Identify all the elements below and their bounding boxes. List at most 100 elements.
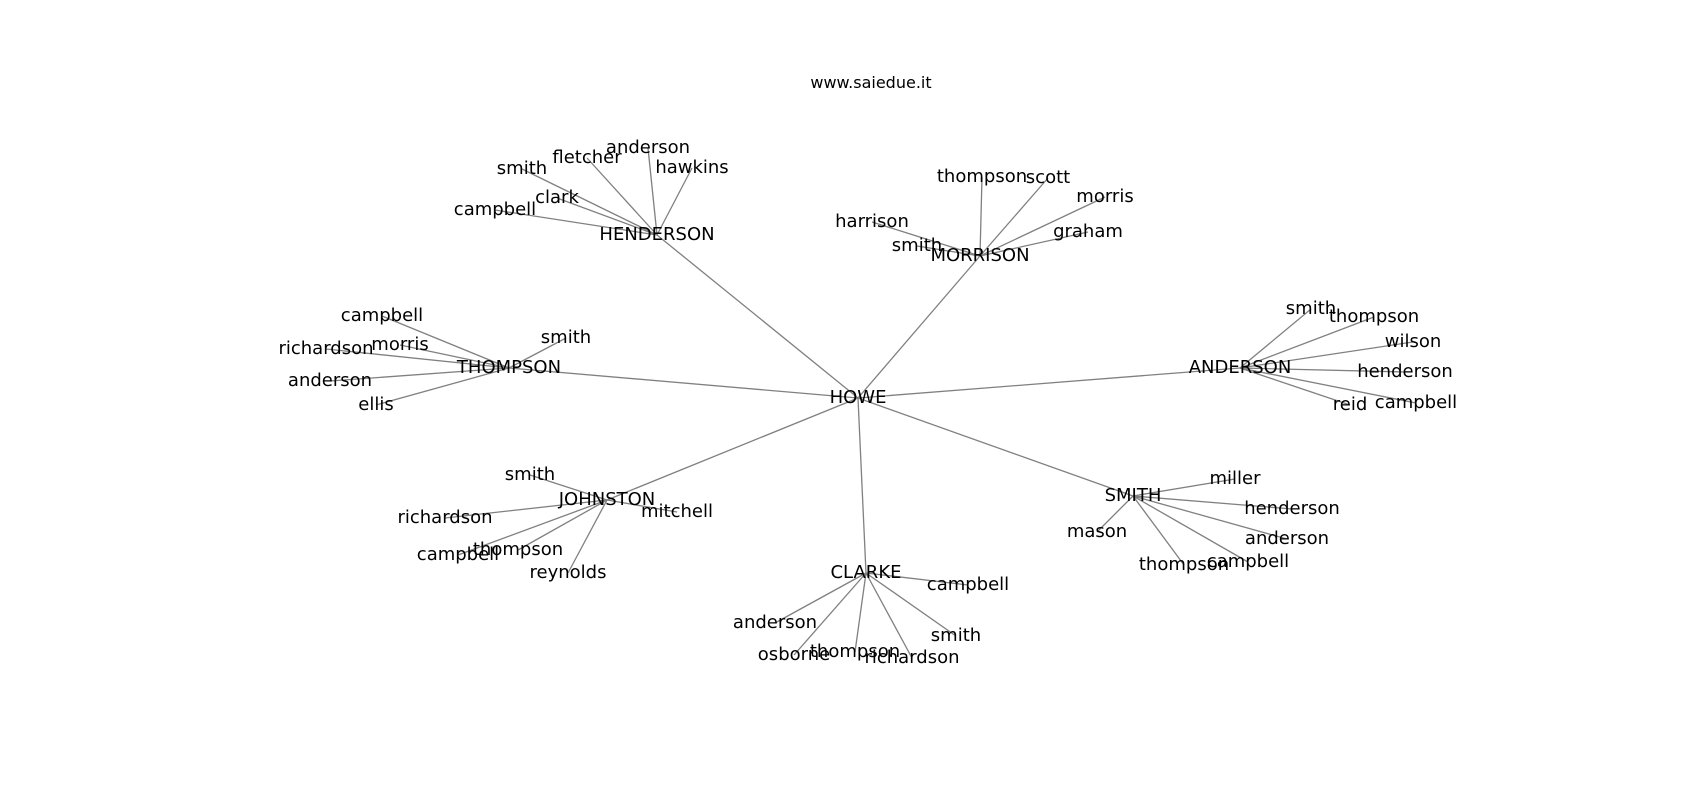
edge-morrison-to-morris — [979, 196, 1106, 257]
leaf-node-morrison-graham: graham — [1053, 221, 1123, 242]
leaf-node-thompson-richardson: richardson — [278, 338, 373, 359]
edge-thompson-to-morris — [399, 344, 510, 369]
leaf-node-morrison-thompson: thompson — [937, 166, 1027, 187]
leaf-node-anderson-campbell: campbell — [1375, 392, 1457, 413]
edge-anderson-to-thompson — [1239, 316, 1375, 369]
leaf-node-henderson-fletcher: fletcher — [552, 147, 622, 168]
root-node-label: HOWE — [830, 387, 887, 408]
hub-node-johnston: JOHNSTON — [558, 489, 656, 510]
edge-smith-to-henderson — [1132, 495, 1293, 510]
edge-anderson-to-reid — [1239, 367, 1351, 406]
leaf-node-thompson-anderson: anderson — [288, 370, 372, 391]
leaf-node-morrison-harrison: harrison — [835, 211, 909, 232]
leaf-node-morrison-scott: scott — [1026, 167, 1070, 188]
edge-root-to-anderson — [857, 367, 1241, 399]
edge-clarke-to-richardson — [865, 572, 913, 659]
edge-smith-to-anderson — [1132, 495, 1288, 540]
edge-henderson-to-smith — [521, 168, 658, 236]
leaf-node-anderson-wilson: wilson — [1385, 331, 1442, 352]
leaf-node-johnston-thompson: thompson — [473, 539, 563, 560]
hub-node-henderson: HENDERSON — [599, 224, 714, 245]
leaf-node-anderson-reid: reid — [1333, 394, 1368, 415]
leaf-node-johnston-smith: smith — [505, 464, 555, 485]
edge-clarke-to-osborne — [793, 572, 867, 656]
leaf-node-clarke-smith: smith — [931, 625, 981, 646]
leaf-node-smith-miller: miller — [1209, 468, 1261, 489]
leaf-node-henderson-clark: clark — [535, 187, 579, 208]
edge-smith-to-mason — [1096, 495, 1134, 533]
leaf-node-morrison-smith: smith — [892, 235, 942, 256]
edge-morrison-to-graham — [979, 231, 1089, 257]
edge-root-to-smith — [857, 397, 1134, 497]
leaf-node-thompson-ellis: ellis — [358, 394, 393, 415]
leaf-node-smith-mason: mason — [1067, 521, 1127, 542]
edge-henderson-to-fletcher — [586, 157, 658, 236]
leaf-node-johnston-richardson: richardson — [397, 507, 492, 528]
edge-morrison-to-harrison — [871, 221, 981, 257]
leaf-node-smith-thompson: thompson — [1139, 554, 1229, 575]
edge-henderson-to-anderson — [647, 147, 658, 236]
edge-clarke-to-anderson — [774, 572, 867, 624]
leaf-node-henderson-campbell: campbell — [454, 199, 536, 220]
leaf-node-thompson-morris: morris — [371, 334, 428, 355]
edge-clarke-to-thompson — [854, 572, 867, 653]
edge-morrison-to-thompson — [979, 176, 983, 257]
edge-anderson-to-henderson — [1239, 367, 1406, 373]
leaf-node-clarke-anderson: anderson — [733, 612, 817, 633]
leaf-node-henderson-smith: smith — [497, 158, 547, 179]
leaf-node-anderson-henderson: henderson — [1357, 361, 1453, 382]
leaf-node-anderson-thompson: thompson — [1329, 306, 1419, 327]
leaf-node-johnston-campbell: campbell — [417, 544, 499, 565]
hub-node-anderson: ANDERSON — [1189, 357, 1292, 378]
leaf-node-johnston-reynolds: reynolds — [530, 562, 607, 583]
hub-node-thompson: THOMPSON — [456, 357, 561, 378]
edge-johnston-to-campbell — [457, 499, 608, 556]
leaf-node-thompson-smith: smith — [541, 327, 591, 348]
edge-thompson-to-richardson — [325, 348, 510, 369]
labels-layer: HOWEHENDERSONfletcherandersonhawkinssmit… — [278, 137, 1457, 668]
edge-thompson-to-ellis — [375, 367, 510, 406]
edge-root-to-henderson — [656, 234, 859, 399]
leaf-node-clarke-thompson: thompson — [810, 641, 900, 662]
leaf-node-thompson-campbell: campbell — [341, 305, 423, 326]
edge-anderson-to-wilson — [1239, 341, 1414, 369]
edge-clarke-to-smith — [865, 572, 957, 637]
edge-root-to-thompson — [508, 367, 859, 399]
edge-root-to-clarke — [857, 397, 867, 574]
edge-morrison-to-smith — [916, 245, 981, 257]
edge-johnston-to-richardson — [444, 499, 608, 519]
edge-clarke-to-campbell — [865, 572, 969, 586]
leaf-node-johnston-mitchell: mitchell — [641, 501, 713, 522]
edge-smith-to-miller — [1132, 478, 1236, 497]
hub-node-morrison: MORRISON — [930, 245, 1029, 266]
edge-henderson-to-hawkins — [656, 167, 693, 236]
edge-thompson-to-anderson — [329, 367, 510, 382]
leaf-node-smith-campbell: campbell — [1207, 551, 1289, 572]
edge-johnston-to-reynolds — [567, 499, 608, 574]
edge-johnston-to-thompson — [517, 499, 608, 551]
edge-root-to-johnston — [606, 397, 859, 501]
leaf-node-anderson-smith: smith — [1286, 298, 1336, 319]
edge-johnston-to-mitchell — [606, 499, 678, 513]
edge-henderson-to-clark — [556, 197, 658, 236]
edge-smith-to-campbell — [1132, 495, 1249, 563]
edge-henderson-to-campbell — [494, 209, 658, 236]
edge-thompson-to-campbell — [381, 315, 510, 369]
edge-root-to-morrison — [857, 255, 981, 399]
leaf-node-morrison-morris: morris — [1076, 186, 1133, 207]
leaf-node-clarke-osborne: osborne — [758, 644, 830, 665]
edge-johnston-to-smith — [529, 474, 608, 501]
leaf-node-clarke-campbell: campbell — [927, 574, 1009, 595]
leaf-node-smith-henderson: henderson — [1244, 498, 1340, 519]
leaf-node-smith-anderson: anderson — [1245, 528, 1329, 549]
edges-layer — [325, 147, 1417, 659]
edge-anderson-to-campbell — [1239, 367, 1417, 404]
leaf-node-henderson-hawkins: hawkins — [655, 157, 728, 178]
edge-smith-to-thompson — [1132, 495, 1185, 566]
leaf-node-clarke-richardson: richardson — [864, 647, 959, 668]
edge-morrison-to-scott — [979, 177, 1049, 257]
leaf-node-henderson-anderson: anderson — [606, 137, 690, 158]
edge-anderson-to-smith — [1239, 308, 1312, 369]
edge-thompson-to-smith — [508, 337, 567, 369]
